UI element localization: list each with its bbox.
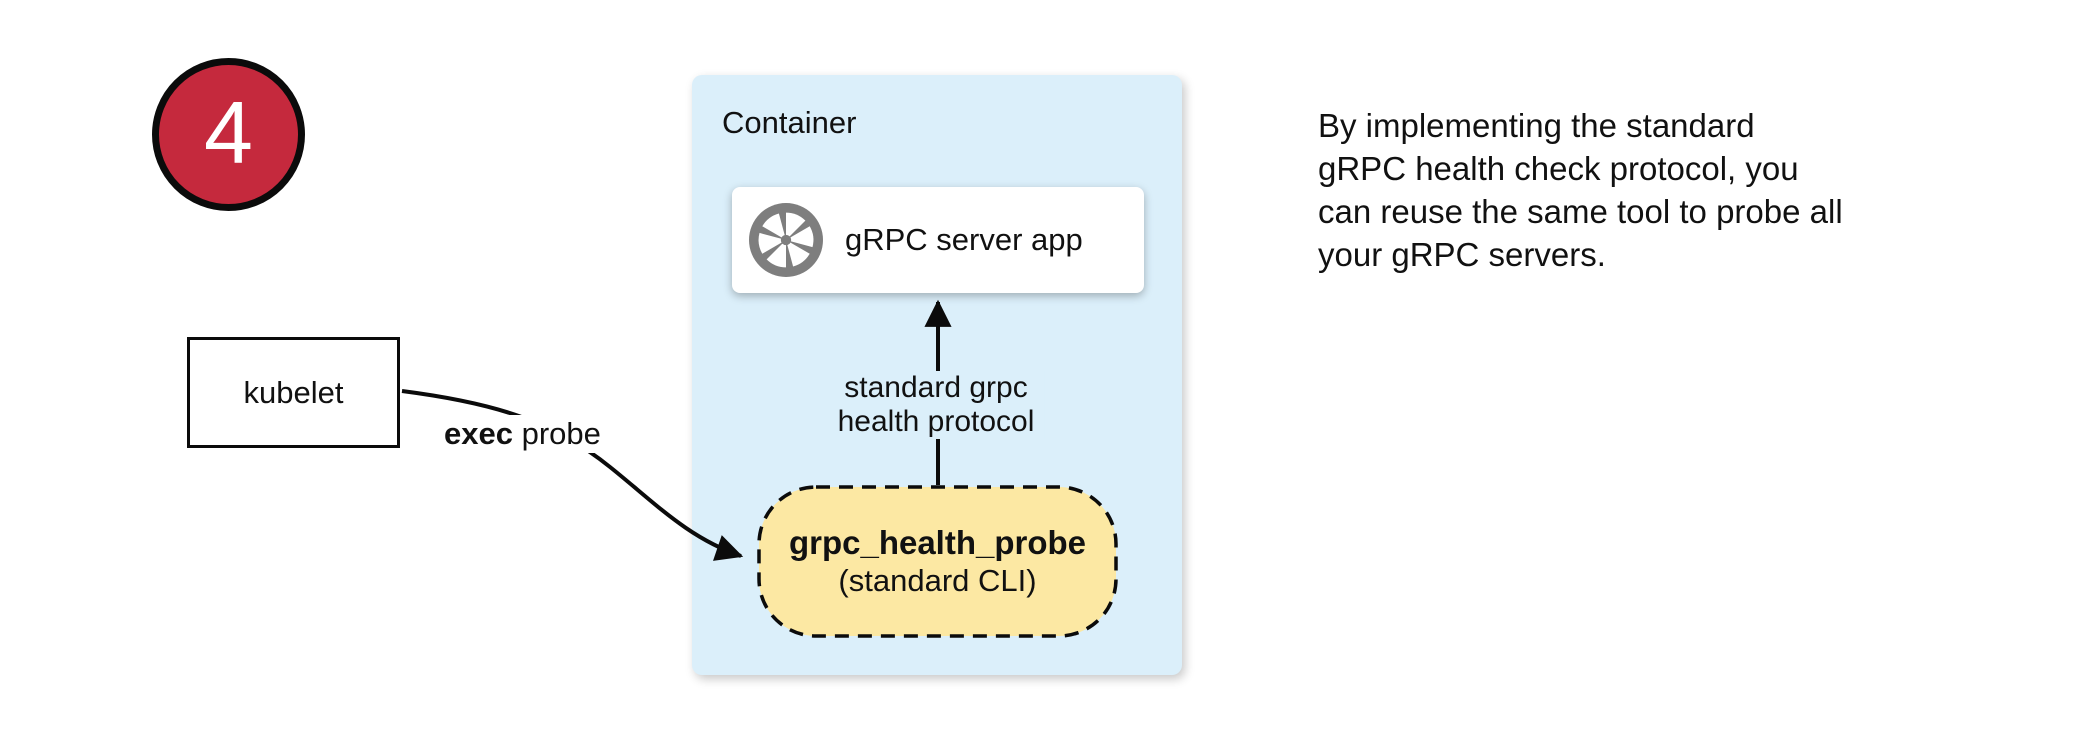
caption-line: can reuse the same tool to probe all	[1318, 193, 1843, 230]
exec-keyword: exec	[444, 416, 513, 451]
step-number: 4	[204, 82, 253, 182]
grpc-health-probe-node	[757, 485, 1118, 638]
caption-line: gRPC health check protocol, you	[1318, 150, 1799, 187]
caption-line: By implementing the standard	[1318, 107, 1755, 144]
kubelet-label: kubelet	[243, 374, 344, 410]
health-protocol-label: standard grpc health protocol	[827, 371, 1045, 439]
kubelet-node: kubelet	[187, 337, 400, 448]
exec-probe-label: exec probe	[437, 415, 608, 453]
caption-line: your gRPC servers.	[1318, 236, 1606, 273]
exec-probe-arrow	[401, 389, 744, 561]
grpc-server-app-label: gRPC server app	[845, 222, 1083, 257]
shutter-icon	[749, 203, 823, 277]
exec-rest: probe	[512, 416, 601, 451]
container-title: Container	[722, 105, 857, 140]
probe-subtitle: (standard CLI)	[838, 562, 1037, 598]
grpc-server-app-node: gRPC server app	[732, 187, 1144, 293]
caption-text: By implementing the standard gRPC health…	[1318, 104, 1843, 276]
grpc-health-probe-label: grpc_health_probe (standard CLI)	[758, 486, 1117, 637]
health-protocol-line2: health protocol	[837, 405, 1035, 438]
health-protocol-line1: standard grpc	[844, 371, 1028, 404]
step-badge: 4	[152, 58, 305, 211]
probe-name: grpc_health_probe	[788, 523, 1087, 561]
